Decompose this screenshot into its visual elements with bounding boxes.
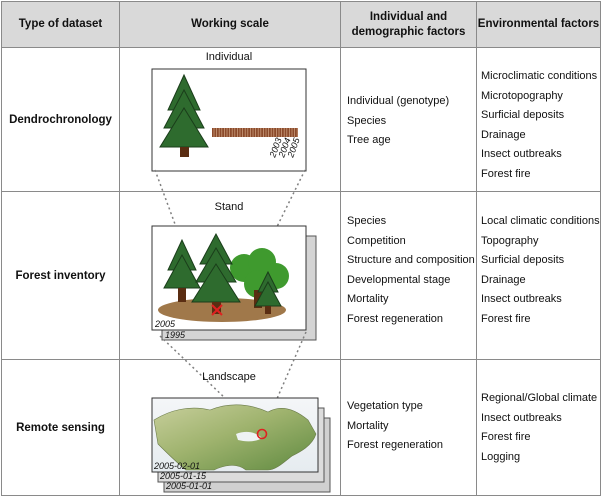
environmental-factors-dendro: Microclimatic conditions Microtopography… (476, 47, 601, 192)
scale-cell-individual (119, 47, 341, 192)
factor-item: Local climatic conditions (481, 215, 600, 227)
environmental-factors-remote: Regional/Global climate Insect outbreaks… (476, 359, 601, 496)
factor-item: Forest fire (481, 312, 531, 325)
row-remote-sensing: Remote sensing Vegetation type Mortality… (1, 359, 601, 496)
factor-item: Developmental stage (347, 273, 451, 286)
factor-item: Insect outbreaks (481, 148, 562, 161)
factor-item: Regional/Global climate (481, 392, 598, 404)
header-individual: Individual and demographic factors (340, 1, 477, 48)
factor-item: Mortality (347, 293, 389, 306)
individual-factors-inventory: Species Competition Structure and compos… (340, 191, 477, 360)
factor-item: Forest regeneration (347, 439, 443, 452)
factor-item: Individual (genotype) (347, 95, 450, 107)
type-forest-inventory: Forest inventory (1, 191, 120, 360)
row-forest-inventory: Forest inventory Species Competition Str… (1, 191, 601, 360)
factor-item: Competition (347, 234, 406, 247)
row-dendrochronology: Dendrochronology Individual (genotype) S… (1, 47, 601, 192)
type-dendrochronology: Dendrochronology (1, 47, 120, 192)
factor-item: Microclimatic conditions (481, 70, 598, 82)
factor-item: Tree age (347, 134, 391, 147)
scale-cell-landscape (119, 359, 341, 496)
factor-item: Species (347, 114, 387, 127)
factor-item: Surficial deposits (481, 109, 565, 122)
type-remote-sensing: Remote sensing (1, 359, 120, 496)
factor-item: Forest fire (481, 431, 531, 444)
factor-item: Species (347, 215, 387, 227)
factor-item: Topography (481, 234, 539, 247)
factor-item: Logging (481, 450, 521, 463)
header-scale: Working scale (119, 1, 341, 48)
environmental-factors-inventory: Local climatic conditions Topography Sur… (476, 191, 601, 360)
individual-factors-dendro: Individual (genotype) Species Tree age (340, 47, 477, 192)
header-individual-line1: Individual and (369, 10, 448, 23)
header-type: Type of dataset (1, 1, 120, 48)
factor-item: Forest regeneration (347, 312, 443, 325)
factor-item: Surficial deposits (481, 254, 565, 267)
header-environmental: Environmental factors (476, 1, 601, 48)
factor-item: Structure and composition (347, 254, 475, 267)
header-row: Type of dataset Working scale Individual… (1, 1, 601, 48)
factor-item: Drainage (481, 128, 526, 141)
factor-item: Drainage (481, 273, 526, 286)
header-individual-line2: demographic factors (351, 25, 466, 38)
factor-item: Vegetation type (347, 400, 423, 412)
factor-item: Microtopography (481, 89, 563, 102)
factor-item: Mortality (347, 419, 389, 432)
factor-item: Insect outbreaks (481, 411, 562, 424)
individual-factors-remote: Vegetation type Mortality Forest regener… (340, 359, 477, 496)
factor-item: Forest fire (481, 167, 531, 180)
scale-cell-stand (119, 191, 341, 360)
factor-item: Insect outbreaks (481, 293, 562, 306)
